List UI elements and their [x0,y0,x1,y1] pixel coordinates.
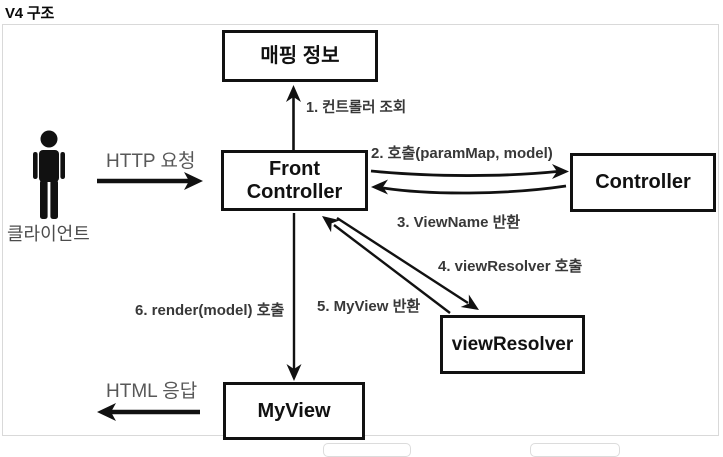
cutoff-button-right[interactable] [530,443,620,457]
html-response-label: HTML 응답 [106,381,198,402]
node-controller: Controller [570,153,716,212]
http-request-label: HTTP 요청 [106,151,196,172]
edge-label-4: 4. viewResolver 호출 [438,258,583,275]
diagram-frame [2,24,719,436]
node-front-controller: Front Controller [221,150,368,211]
edge-label-6: 6. render(model) 호출 [135,302,285,319]
node-view-resolver: viewResolver [440,315,585,374]
edge-label-1: 1. 컨트롤러 조회 [306,100,407,116]
page-title: V4 구조 [5,5,55,22]
node-my-view: MyView [223,382,365,440]
edge-label-3: 3. ViewName 반환 [397,214,521,231]
edge-label-2: 2. 호출(paramMap, model) [371,145,553,162]
node-mapping-info: 매핑 정보 [222,30,378,82]
edge-label-5: 5. MyView 반환 [317,298,421,315]
cutoff-button-left[interactable] [323,443,411,457]
client-actor-label: 클라이언트 [7,224,90,244]
